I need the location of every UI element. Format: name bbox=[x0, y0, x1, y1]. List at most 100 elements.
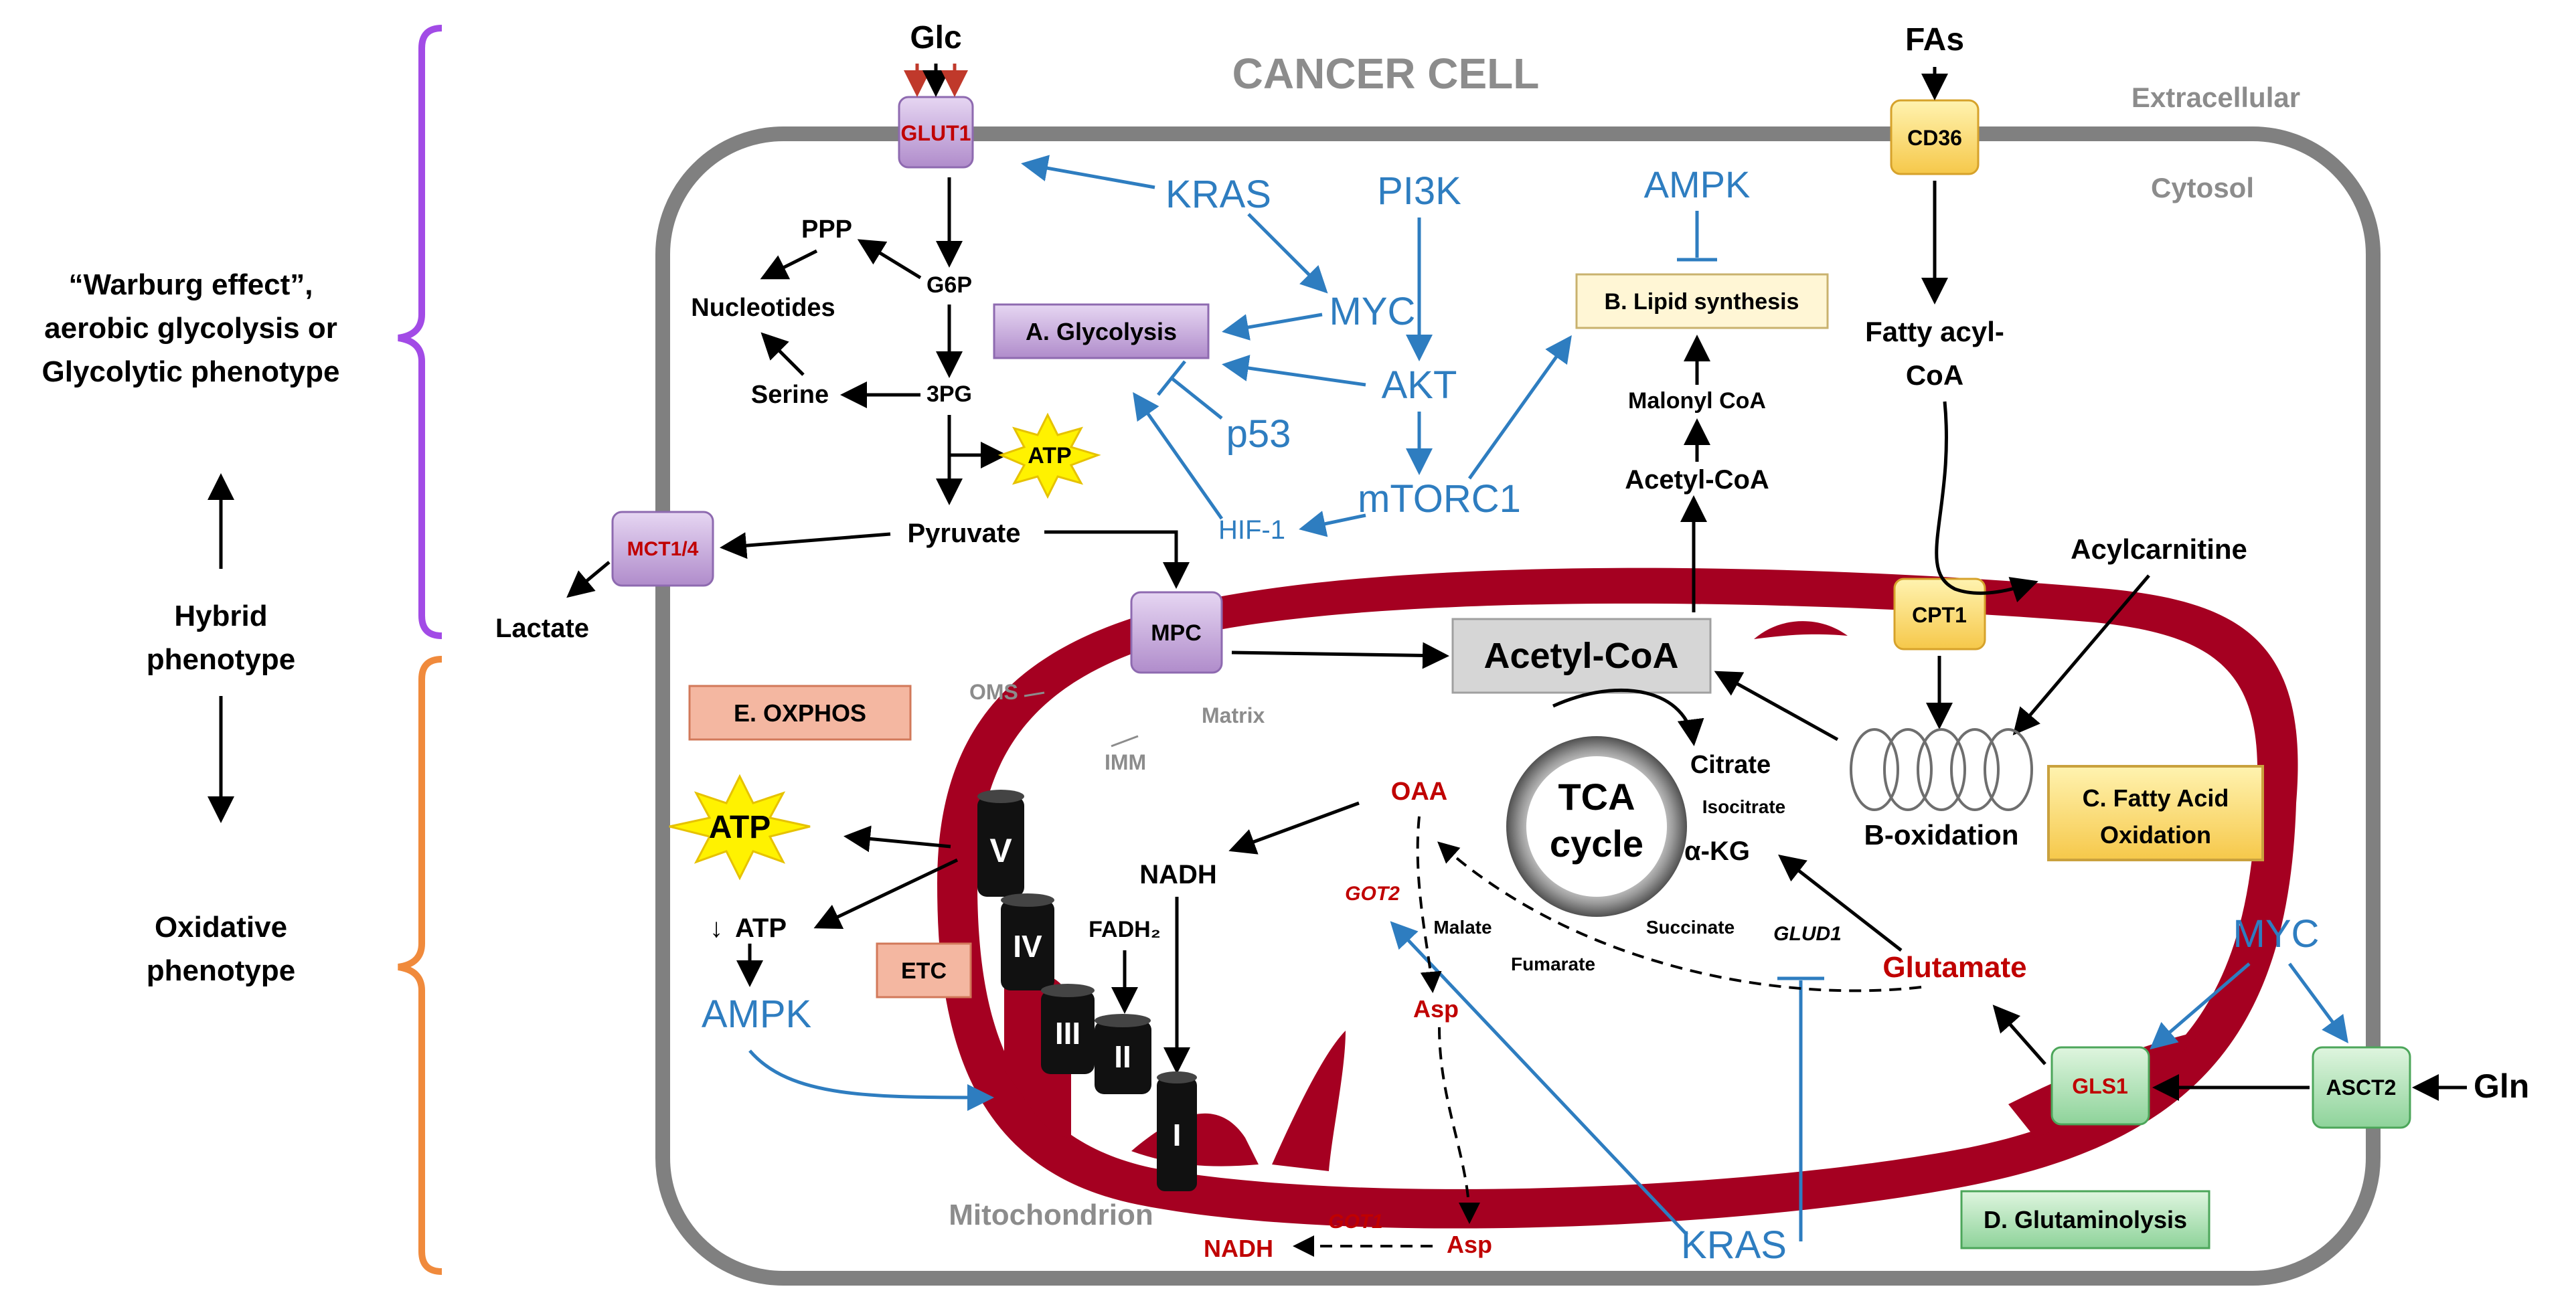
acetyl-coa-cyto-label: Acetyl-CoA bbox=[1625, 465, 1769, 495]
serine-label: Serine bbox=[751, 381, 829, 409]
complex-i-label: I bbox=[1173, 1118, 1182, 1152]
succinate-label: Succinate bbox=[1646, 917, 1735, 938]
mitochondrion-label: Mitochondrion bbox=[949, 1199, 1153, 1231]
extracellular-label: Extracellular bbox=[2131, 82, 2300, 113]
asct2-transporter: ASCT2 bbox=[2312, 1046, 2411, 1129]
kras-top-label: KRAS bbox=[1165, 173, 1271, 216]
acylcarnitine-label: Acylcarnitine bbox=[2071, 533, 2247, 565]
nucleotides-label: Nucleotides bbox=[691, 294, 835, 322]
imm-pointer bbox=[1111, 735, 1139, 748]
mct-transporter: MCT1/4 bbox=[611, 511, 714, 587]
kras-to-myc-arrow bbox=[1247, 213, 1328, 294]
complex-v: V bbox=[977, 790, 1024, 897]
cd36-transporter: CD36 bbox=[1890, 99, 1980, 175]
myc-to-glycolysis-arrow bbox=[1222, 313, 1323, 341]
cytosol-label: Cytosol bbox=[2151, 172, 2254, 203]
nadh-mito-label: NADH bbox=[1139, 860, 1217, 889]
warburg-label-3: Glycolytic phenotype bbox=[42, 355, 340, 388]
cpt1-label: CPT1 bbox=[1912, 603, 1967, 627]
fao-label-1: C. Fatty Acid bbox=[2083, 784, 2229, 812]
kras-bottom-label: KRAS bbox=[1681, 1223, 1787, 1267]
atp-star-mito bbox=[669, 774, 811, 881]
complex-iv-label: IV bbox=[1013, 929, 1042, 964]
pyruvate-to-mpc-arrow bbox=[1044, 530, 1190, 589]
ampk-to-etc-arrow bbox=[748, 1049, 994, 1111]
glut1-transporter: GLUT1 bbox=[898, 96, 974, 169]
myc-right-label: MYC bbox=[2233, 912, 2320, 956]
asp-cyto-label: Asp bbox=[1447, 1231, 1492, 1258]
atp-label-cytosol: ATP bbox=[1028, 443, 1071, 468]
complex-v-to-low-atp-arrow bbox=[813, 858, 959, 930]
p53-inhibit-bar bbox=[1157, 360, 1186, 396]
fadh2-label: FADH₂ bbox=[1089, 917, 1161, 942]
glud1-label: GLUD1 bbox=[1773, 923, 1842, 945]
acetylcoa-to-citrate-arrow bbox=[1552, 688, 1704, 746]
imm-label: IMM bbox=[1105, 750, 1146, 774]
akt-label: AKT bbox=[1382, 363, 1457, 407]
kras-to-glut1-arrow bbox=[1021, 155, 1155, 189]
oaa-to-asp-dashed bbox=[1416, 816, 1442, 993]
cancer-cell-title: CANCER CELL bbox=[1232, 50, 1540, 98]
lipid-synthesis-label: B. Lipid synthesis bbox=[1605, 289, 1799, 315]
myc-top-label: MYC bbox=[1330, 290, 1416, 333]
gls1-label: GLS1 bbox=[2072, 1074, 2128, 1098]
akt-to-glycolysis-arrow bbox=[1222, 355, 1366, 387]
glycolysis-box: A. Glycolysis bbox=[993, 303, 1210, 359]
oms-pointer bbox=[1024, 691, 1045, 697]
pyruvate-label: Pyruvate bbox=[908, 519, 1021, 548]
tca-label-2: cycle bbox=[1550, 822, 1643, 865]
ims-label: IMS bbox=[1041, 713, 1081, 738]
complex-iv: IV bbox=[1001, 893, 1054, 990]
mtorc1-to-lipid-arrow bbox=[1467, 335, 1572, 480]
acetyl-coa-mito-box: Acetyl-CoA bbox=[1451, 618, 1712, 694]
glut1-label: GLUT1 bbox=[901, 121, 971, 145]
ppp-label: PPP bbox=[801, 215, 852, 244]
hybrid-label-2: phenotype bbox=[147, 643, 295, 676]
cpt1-transporter: CPT1 bbox=[1893, 578, 1986, 650]
warburg-label-2: aerobic glycolysis or bbox=[44, 312, 337, 345]
oxphos-box: E. OXPHOS bbox=[688, 685, 912, 741]
glutamate-to-oaa-dashed bbox=[1437, 841, 1922, 992]
gls1-to-glutamate-arrow bbox=[1992, 1005, 2046, 1065]
malate-label: Malate bbox=[1433, 917, 1492, 938]
complex-ii: II bbox=[1095, 1014, 1151, 1094]
oxphos-label: E. OXPHOS bbox=[734, 699, 866, 727]
mtorc1-label: mTORC1 bbox=[1358, 477, 1521, 521]
warburg-label-1: “Warburg effect”, bbox=[68, 268, 313, 301]
mct-to-lactate-arrow bbox=[566, 561, 611, 598]
g6p-to-ppp-arrow bbox=[857, 239, 922, 280]
fatty-acyl-label-2: CoA bbox=[1906, 359, 1963, 391]
asct2-label: ASCT2 bbox=[2326, 1075, 2397, 1100]
mct-label: MCT1/4 bbox=[627, 538, 699, 560]
fas-label: FAs bbox=[1905, 22, 1964, 58]
isocitrate-label: Isocitrate bbox=[1702, 796, 1786, 817]
mpc-transporter: MPC bbox=[1130, 591, 1223, 674]
atp-down-arrow: ↓ bbox=[710, 913, 723, 943]
lactate-label: Lactate bbox=[495, 614, 589, 643]
gls1-transporter: GLS1 bbox=[2050, 1046, 2150, 1126]
acetyl-coa-mito-label: Acetyl-CoA bbox=[1483, 636, 1678, 676]
glycolytic-bracket bbox=[398, 25, 442, 639]
complex-v-label: V bbox=[989, 832, 1012, 869]
mpc-label: MPC bbox=[1151, 620, 1202, 646]
serine-to-nucleotides-arrow bbox=[760, 332, 805, 376]
nadh-cyto-label: NADH bbox=[1204, 1235, 1273, 1262]
tca-label-1: TCA bbox=[1558, 776, 1635, 818]
complex-v-to-atp-arrow bbox=[843, 825, 951, 853]
acylcarnitine-to-boxidation-arrow bbox=[2012, 574, 2150, 735]
ampk-top-label: AMPK bbox=[1644, 163, 1751, 205]
tca-cycle-center bbox=[1526, 756, 1667, 897]
complex-iii-label: III bbox=[1055, 1016, 1080, 1051]
glutaminolysis-label: D. Glutaminolysis bbox=[1984, 1206, 2187, 1233]
fao-box: C. Fatty Acid Oxidation bbox=[2047, 765, 2264, 861]
matrix-label: Matrix bbox=[1202, 703, 1265, 727]
got2-label: GOT2 bbox=[1345, 883, 1400, 905]
oxidative-label-2: phenotype bbox=[147, 954, 295, 987]
g6p-label: G6P bbox=[927, 272, 972, 298]
cd36-label: CD36 bbox=[1907, 126, 1962, 150]
glc-label: Glc bbox=[910, 20, 961, 56]
atp-low-label: ATP bbox=[735, 913, 787, 943]
oxidative-bracket bbox=[398, 656, 442, 1275]
glutaminolysis-box: D. Glutaminolysis bbox=[1960, 1190, 2210, 1249]
